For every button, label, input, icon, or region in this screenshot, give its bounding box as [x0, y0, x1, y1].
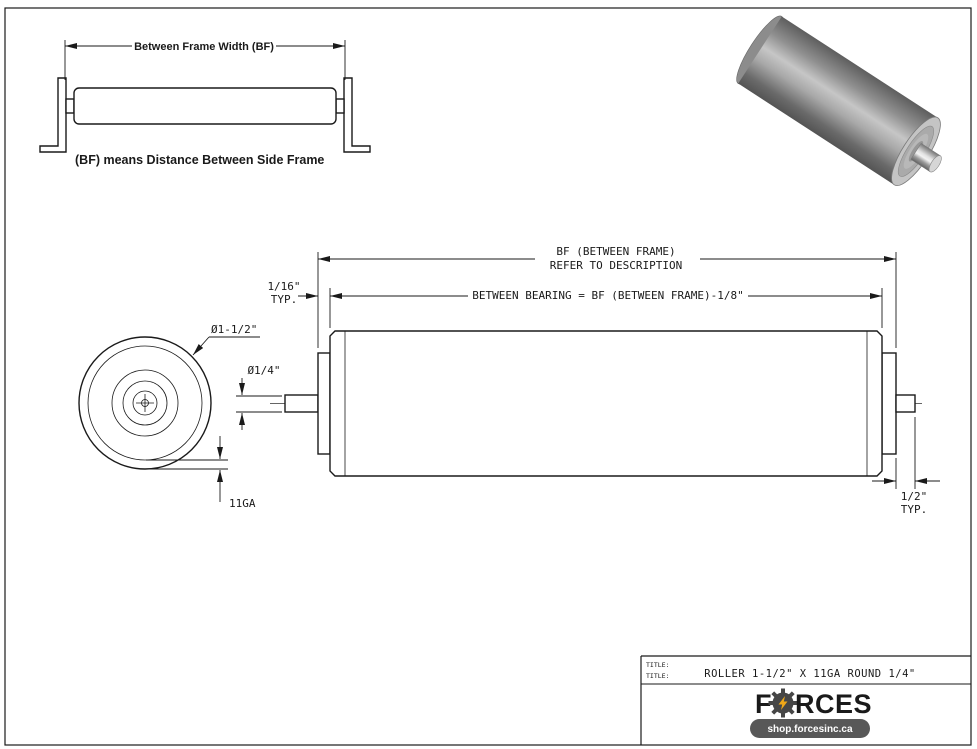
end-view-circle-5 — [132, 390, 158, 416]
brand-text-prefix: F — [755, 689, 772, 719]
end-view: Ø1-1/2" 11GA — [78, 323, 260, 510]
right-shaft — [895, 394, 916, 413]
inset-right-frame — [343, 77, 371, 153]
roller-body — [329, 330, 883, 477]
inset-left-hub — [65, 98, 75, 114]
right-hub — [881, 352, 897, 455]
gap-left-typ-label: TYP. — [271, 293, 298, 306]
inset-left-frame — [39, 77, 67, 153]
roller-3d-render — [736, 15, 942, 186]
end-view-circle-3 — [111, 369, 179, 437]
brand-text-suffix: RCES — [795, 689, 872, 719]
website-badge — [750, 719, 870, 738]
roller-3d-shaft-end — [928, 155, 942, 173]
roller-dia-label: Ø1-1/2" — [211, 323, 257, 336]
left-hub — [317, 352, 331, 455]
title-block: TITLE: TITLE: ROLLER 1-1/2" X 11GA ROUND… — [640, 655, 971, 745]
end-view-wall-circle — [87, 345, 203, 461]
gap-left-label: 1/16" — [267, 280, 300, 293]
bearing-label: BETWEEN BEARING = BF (BETWEEN FRAME)-1/8… — [472, 289, 744, 302]
title-label-row2: TITLE: — [646, 672, 669, 680]
drawing-title: ROLLER 1-1/2" X 11GA ROUND 1/4" — [704, 668, 915, 680]
lightning-bolt-icon — [778, 696, 788, 710]
gear-icon — [768, 688, 798, 718]
forces-logo: F RCES shop.forcesinc.ca — [750, 688, 872, 738]
inset-right-hub — [335, 98, 345, 114]
title-label-row1: TITLE: — [646, 661, 669, 669]
sheet-border — [4, 7, 972, 746]
shaftext-label: 1/2" — [901, 490, 928, 503]
left-shaft — [284, 394, 319, 413]
wall-gauge-label: 11GA — [229, 497, 256, 510]
roller-dia-leader — [192, 336, 210, 356]
shaft-dia-label: Ø1/4" — [247, 364, 280, 377]
website-text: shop.forcesinc.ca — [767, 724, 852, 735]
side-view: BF (BETWEEN FRAME) REFER TO DESCRIPTION … — [236, 245, 940, 516]
shaftext-typ-label: TYP. — [901, 503, 928, 516]
bf-label-line2: REFER TO DESCRIPTION — [550, 259, 682, 272]
end-view-circle-4 — [122, 380, 168, 426]
roller-3d-body — [738, 16, 938, 185]
end-view-outer-circle — [78, 336, 212, 470]
bf-label-line1: BF (BETWEEN FRAME) — [556, 245, 675, 258]
inset-roller — [73, 87, 337, 125]
inset-caption: (BF) means Distance Between Side Frame — [75, 153, 324, 167]
inset-diagram: Between Frame Width (BF) (BF) means Dist… — [39, 40, 371, 167]
inset-dim-label: Between Frame Width (BF) — [134, 41, 274, 53]
